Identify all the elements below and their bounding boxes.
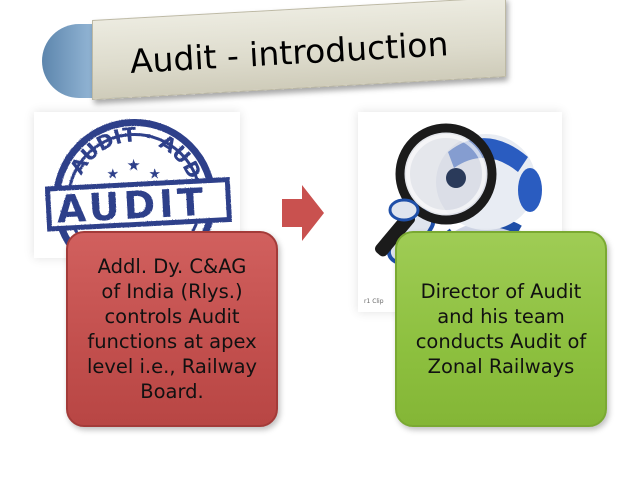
left-info-text: Addl. Dy. C&AG of India (Rlys.) controls…	[86, 255, 258, 403]
robot-image-caption: r1 Clip	[364, 298, 384, 305]
svg-text:★: ★	[106, 166, 119, 182]
audit-stamp-image: AUDIT · AUDIT ★ ★ ★ AUDIT	[34, 112, 240, 258]
right-info-text: Director of Audit and his team conducts …	[415, 280, 587, 378]
right-arrow-icon	[282, 185, 324, 241]
svg-text:★: ★	[148, 166, 161, 182]
right-info-box: Director of Audit and his team conducts …	[395, 231, 607, 427]
audit-stamp-icon: AUDIT · AUDIT ★ ★ ★ AUDIT	[34, 112, 232, 258]
svg-text:★: ★	[126, 155, 140, 174]
svg-text:AUDIT: AUDIT	[55, 179, 208, 231]
title-banner: Audit - introduction	[42, 0, 508, 104]
left-info-box: Addl. Dy. C&AG of India (Rlys.) controls…	[66, 231, 278, 427]
